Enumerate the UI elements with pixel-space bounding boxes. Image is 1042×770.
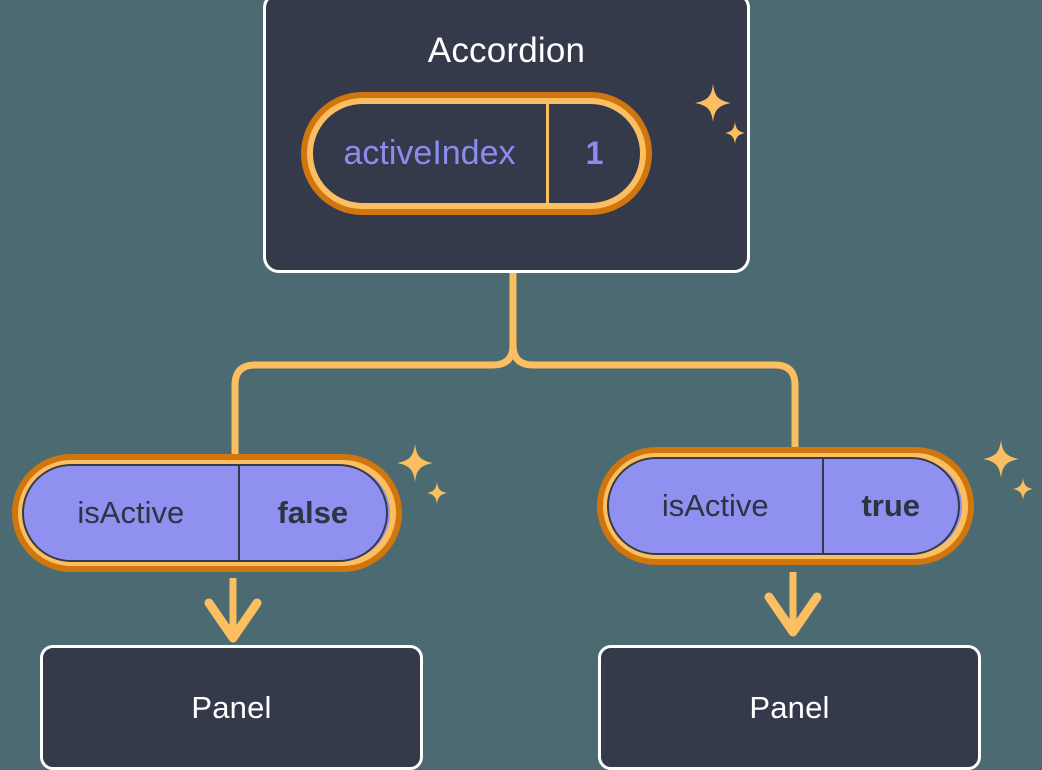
prop-pill-key: isActive — [661, 488, 769, 523]
sparkle-star-small — [427, 482, 447, 504]
state-pill-value: 1 — [546, 104, 640, 203]
prop-pill-value: false — [237, 466, 386, 560]
prop-pill-body: isActive false — [18, 460, 396, 566]
prop-pill-isactive-true[interactable]: isActive true — [603, 453, 968, 559]
branch-connector-path-left — [231, 341, 517, 466]
sparkle-right-icon — [978, 438, 1038, 513]
state-pill-key: activeIndex — [343, 134, 516, 172]
sparkle-left-icon — [392, 442, 452, 517]
prop-pill-key: isActive — [77, 495, 185, 530]
arrow-left-pill-to-panel — [204, 578, 262, 643]
prop-pill-body: isActive true — [603, 453, 968, 559]
sparkle-star-large — [983, 440, 1019, 478]
prop-pill-isactive-false[interactable]: isActive false — [18, 460, 396, 566]
panel-component-box-left[interactable]: Panel — [40, 645, 423, 770]
state-pill-body: activeIndex 1 — [307, 98, 646, 209]
panel-title-right: Panel — [749, 689, 830, 725]
sparkle-star-large — [397, 444, 433, 482]
accordion-title: Accordion — [427, 31, 586, 70]
panel-title-left: Panel — [191, 689, 272, 725]
state-pill-activeindex[interactable]: activeIndex 1 — [307, 98, 646, 209]
panel-component-box-right[interactable]: Panel — [598, 645, 981, 770]
prop-pill-value: true — [821, 459, 958, 553]
sparkle-star-small — [1013, 478, 1033, 500]
arrow-right-pill-to-panel — [764, 572, 822, 637]
branch-connector-path — [509, 268, 799, 459]
